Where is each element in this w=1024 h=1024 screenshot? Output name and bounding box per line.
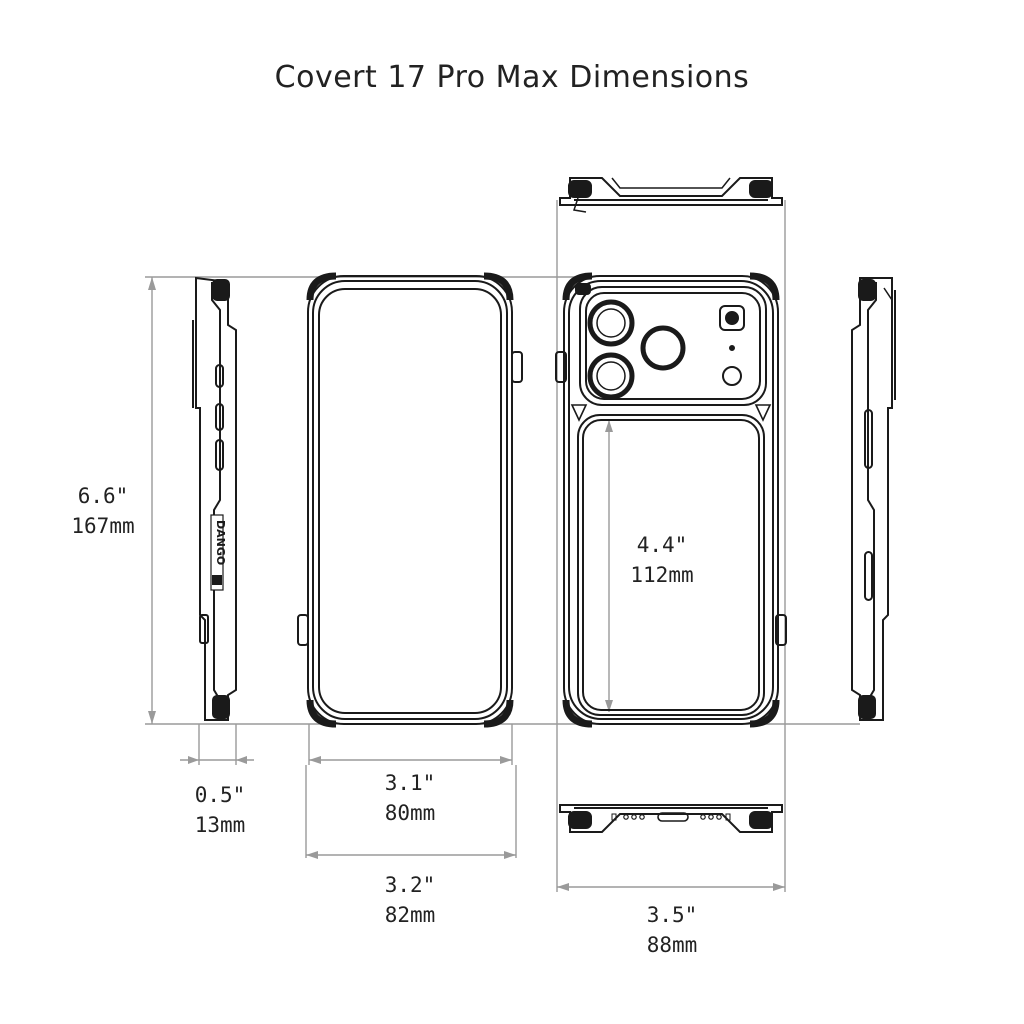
top-view-button-left	[568, 180, 592, 198]
side-view-left	[192, 276, 237, 721]
button-bottom-left	[212, 695, 230, 719]
camera-control-slot	[864, 551, 873, 601]
brand-logo-side: DANGO	[210, 514, 227, 591]
window-height-inches: 4.4"	[636, 533, 688, 557]
side-button-slot	[864, 409, 873, 469]
bottom-view-button-right	[749, 811, 773, 829]
inner-width-label: 3.1" 80mm	[355, 768, 465, 828]
top-view	[559, 177, 783, 213]
front-view	[297, 272, 523, 728]
volume-up-slot	[215, 403, 224, 431]
window-height-mm: 112mm	[630, 563, 694, 587]
back-window	[577, 414, 765, 716]
button-top-right	[858, 279, 876, 301]
page-title: Covert 17 Pro Max Dimensions	[274, 60, 750, 95]
height-inches: 6.6"	[77, 484, 129, 508]
side-view-right	[851, 277, 896, 721]
camera-lens-3	[640, 325, 686, 371]
back-width-mm: 88mm	[646, 933, 698, 957]
flash-window	[719, 305, 745, 331]
height-label: 6.6" 167mm	[48, 481, 158, 541]
inner-width-inches: 3.1"	[384, 771, 436, 795]
bottom-view-button-left	[568, 811, 592, 829]
brand-mark: DANGO	[214, 520, 227, 565]
action-button-slot	[215, 364, 224, 388]
lidar-sensor	[722, 366, 742, 386]
back-width-inches: 3.5"	[646, 903, 698, 927]
height-mm: 167mm	[71, 514, 135, 538]
screen-opening	[318, 288, 502, 714]
outer-width-label: 3.2" 82mm	[355, 870, 465, 930]
back-tab-left	[555, 351, 567, 383]
volume-down-slot	[215, 439, 224, 471]
back-view	[555, 272, 787, 728]
microphone-hole	[729, 345, 735, 351]
front-tab-right	[511, 351, 523, 383]
outer-width-inches: 3.2"	[384, 873, 436, 897]
front-outer-frame	[307, 275, 513, 725]
thickness-label: 0.5" 13mm	[165, 780, 275, 840]
dimension-lines	[145, 200, 860, 892]
thickness-mm: 13mm	[194, 813, 246, 837]
button-top-left	[212, 279, 230, 301]
bottom-view	[559, 804, 783, 833]
thickness-inches: 0.5"	[194, 783, 246, 807]
button-bottom-right	[858, 695, 876, 719]
front-tab-left	[297, 614, 309, 646]
speaker-grille	[623, 814, 722, 820]
back-outer-frame	[563, 275, 779, 725]
back-width-label: 3.5" 88mm	[617, 900, 727, 960]
window-height-label: 4.4" 112mm	[607, 530, 717, 590]
usb-c-port	[657, 812, 689, 822]
back-tab-right	[775, 614, 787, 646]
camera-opening	[579, 286, 767, 406]
inner-width-mm: 80mm	[384, 801, 436, 825]
camera-lens-1	[587, 299, 635, 347]
camera-lens-2	[587, 352, 635, 400]
outer-width-mm: 82mm	[384, 903, 436, 927]
top-view-button-right	[749, 180, 773, 198]
